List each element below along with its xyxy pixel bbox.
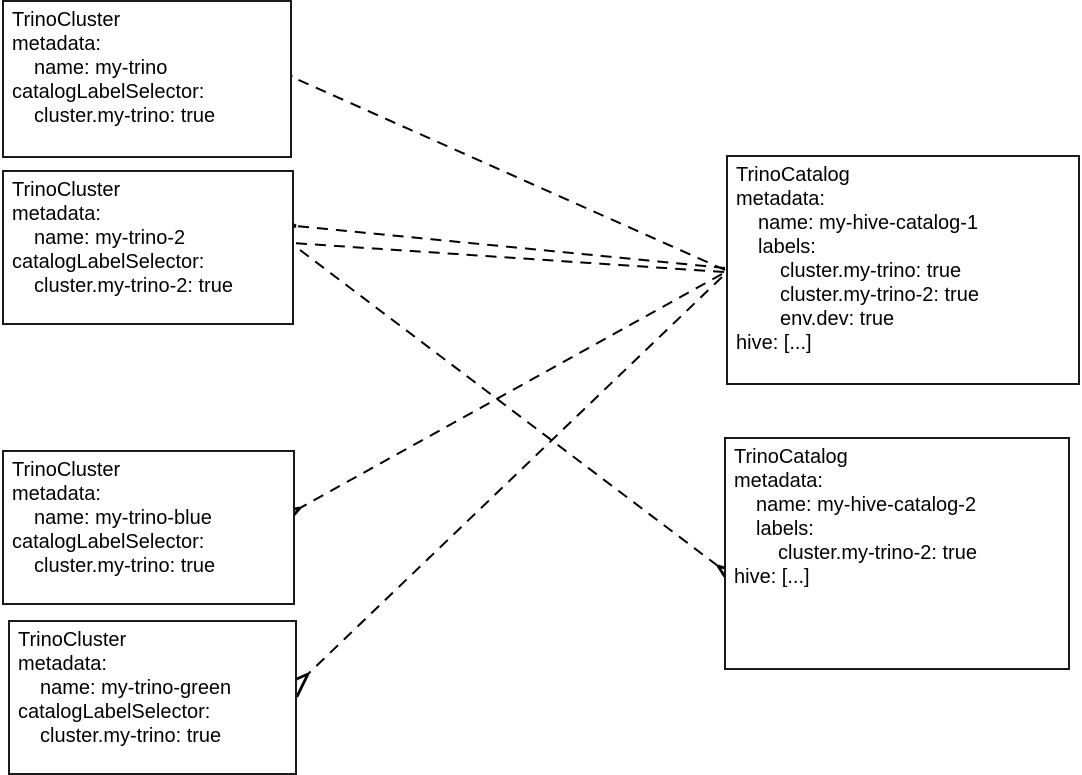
edge-catalog1-to-my-trino-blue [300,273,723,508]
node-line-label-entry: cluster.my-trino-2: true [780,284,979,306]
node-line-name: name: my-trino-green [40,677,232,699]
node-line-kind: TrinoCatalog [736,164,850,186]
node-line-hive: hive: [...] [736,332,812,354]
node-line-kind: TrinoCluster [12,9,121,31]
node-line-name: name: my-trino [34,57,168,79]
node-line-catalog-label-selector: catalogLabelSelector: [12,531,205,553]
node-trino-catalog-my-hive-catalog-2[interactable]: TrinoCatalog metadata: name: my-hive-cat… [724,437,1070,670]
node-line-label-entry: env.dev: true [780,308,895,330]
node-line-kind: TrinoCluster [18,629,127,651]
node-line-selector-entry: cluster.my-trino: true [40,725,222,747]
node-line-metadata: metadata: [12,483,101,505]
node-line-hive: hive: [...] [734,566,810,588]
node-line-selector-entry: cluster.my-trino-2: true [34,275,233,297]
edge-catalog1-to-my-trino-2 [296,226,726,269]
node-line-kind: TrinoCatalog [734,446,848,468]
node-line-metadata: metadata: [12,203,101,225]
node-line-metadata: metadata: [12,33,101,55]
node-trino-cluster-my-trino-blue[interactable]: TrinoCluster metadata: name: my-trino-bl… [2,450,295,605]
edge-catalog2-to-my-trino-2 [292,243,725,273]
node-line-name: name: my-hive-catalog-2 [756,494,977,516]
node-line-kind: TrinoCluster [12,179,121,201]
node-trino-cluster-my-trino-green[interactable]: TrinoCluster metadata: name: my-trino-gr… [8,620,297,775]
node-line-selector-entry: cluster.my-trino: true [34,555,216,577]
node-line-selector-entry: cluster.my-trino: true [34,105,216,127]
node-trino-catalog-my-hive-catalog-1[interactable]: TrinoCatalog metadata: name: my-hive-cat… [726,155,1080,385]
node-line-name: name: my-hive-catalog-1 [758,212,979,234]
node-line-kind: TrinoCluster [12,459,121,481]
node-trino-cluster-my-trino[interactable]: TrinoCluster metadata: name: my-trino ca… [2,0,292,158]
edge-catalog1-to-my-trino [292,77,726,271]
node-line-metadata: metadata: [736,188,825,210]
node-line-catalog-label-selector: catalogLabelSelector: [12,81,205,103]
node-line-catalog-label-selector: catalogLabelSelector: [12,251,205,273]
node-line-labels: labels: [758,236,816,258]
node-line-catalog-label-selector: catalogLabelSelector: [18,701,211,723]
node-line-metadata: metadata: [734,470,823,492]
node-line-labels: labels: [756,518,814,540]
node-trino-cluster-my-trino-2[interactable]: TrinoCluster metadata: name: my-trino-2 … [2,170,294,325]
node-line-name: name: my-trino-blue [34,507,212,529]
node-line-label-entry: cluster.my-trino-2: true [778,542,977,564]
edge-catalog1-to-my-trino-green [308,276,723,674]
node-line-label-entry: cluster.my-trino: true [780,260,962,282]
node-line-name: name: my-trino-2 [34,227,186,249]
node-line-metadata: metadata: [18,653,107,675]
edge-my-trino-2-to-catalog2 [299,249,718,566]
